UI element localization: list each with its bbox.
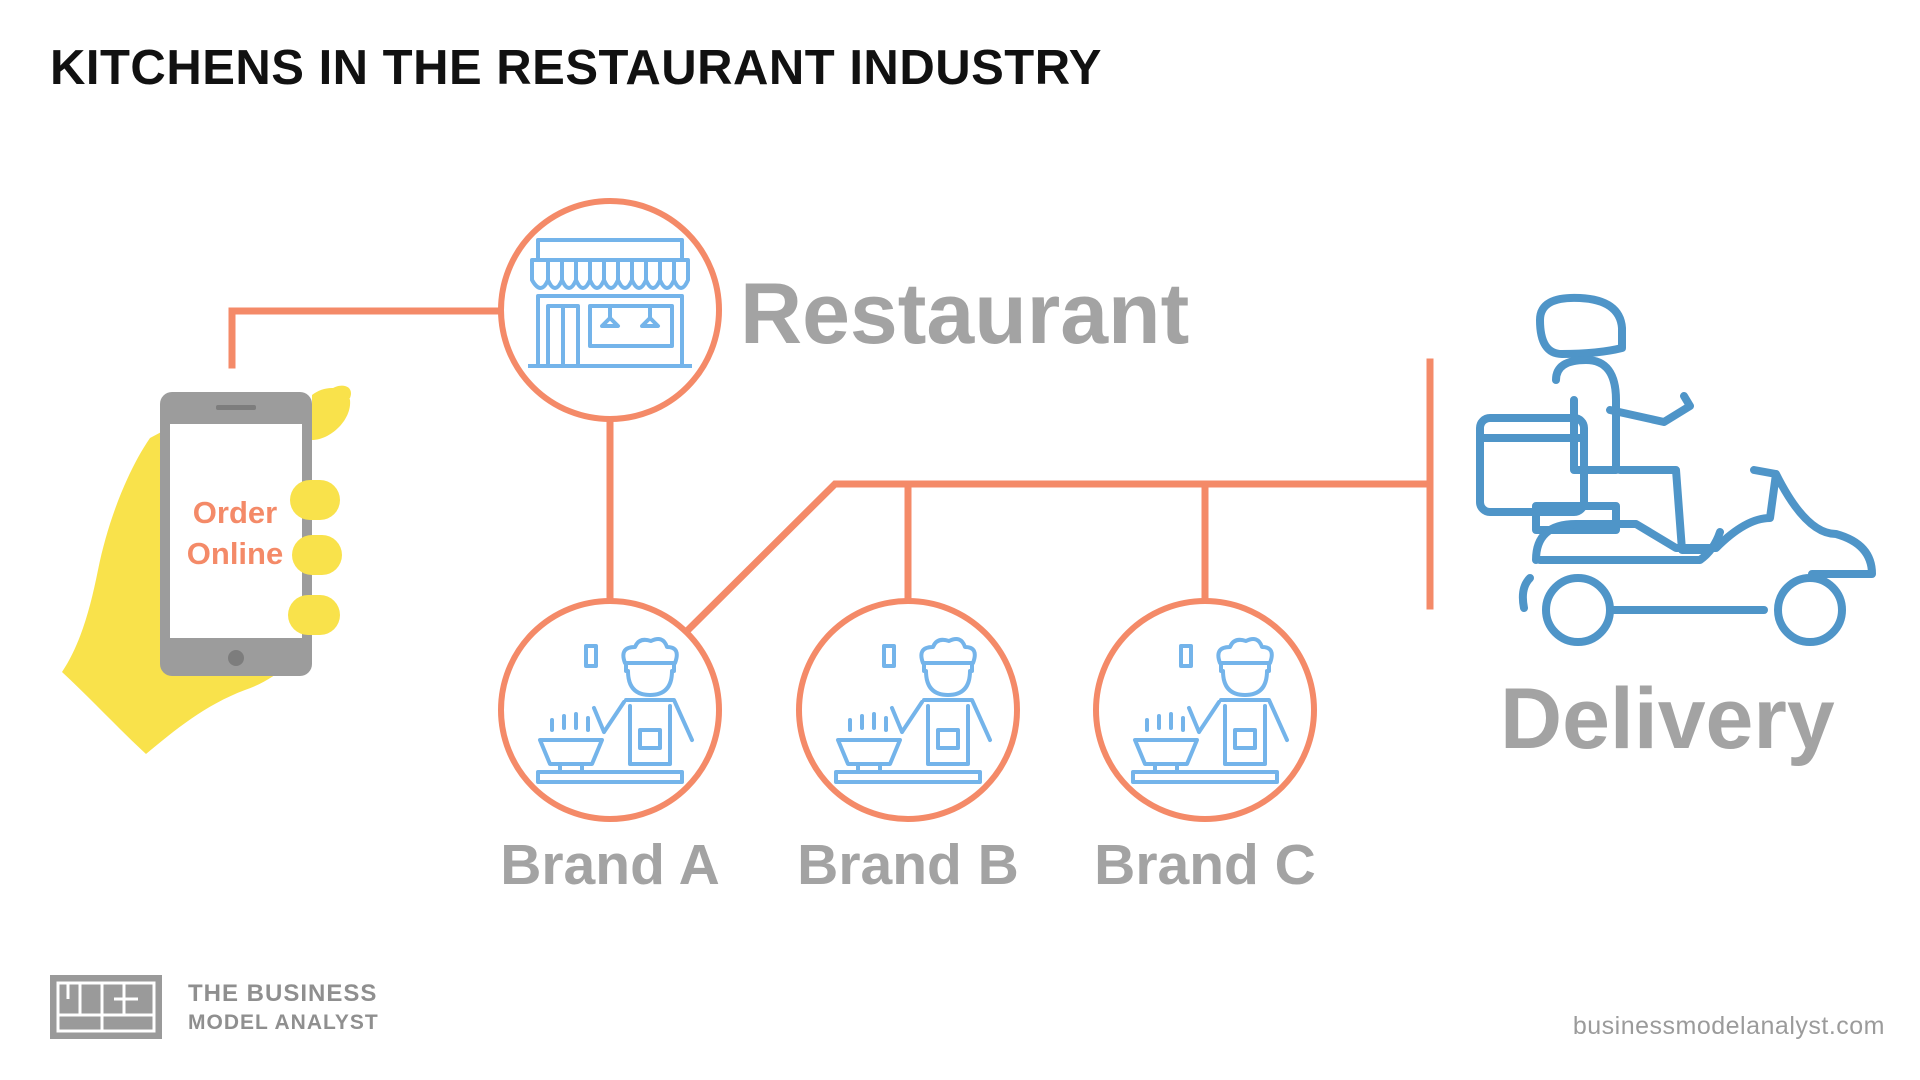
footer-brand-line1: THE BUSINESS — [188, 980, 378, 1007]
page-title: KITCHENS IN THE RESTAURANT INDUSTRY — [50, 41, 1102, 95]
brand-b-label: Brand B — [797, 833, 1019, 897]
phone-speaker — [216, 405, 256, 410]
delivery-label: Delivery — [1500, 671, 1835, 767]
scooter-courier-icon — [1476, 293, 1876, 646]
hand-fingers — [288, 388, 351, 635]
brand-c-node — [1093, 598, 1317, 822]
chef-cooking-icon — [536, 637, 694, 784]
phone-home-button — [228, 650, 244, 666]
storefront-icon — [528, 238, 692, 368]
chef-cooking-icon — [834, 637, 992, 784]
footer-brand-line2: MODEL ANALYST — [188, 1011, 379, 1034]
brand-a-node — [498, 598, 722, 822]
restaurant-node — [498, 198, 722, 422]
brand-a-label: Brand A — [500, 833, 720, 897]
phone-screen — [170, 424, 302, 638]
business-model-analyst-logo — [50, 975, 162, 1039]
phone-to-restaurant-line — [228, 307, 504, 369]
order-online-line2: Online — [186, 536, 284, 571]
brand-bus-line — [685, 480, 1434, 633]
brand-c-label: Brand C — [1094, 833, 1316, 897]
chef-cooking-icon — [1131, 637, 1289, 784]
hand-holding-phone-icon — [62, 385, 351, 754]
restaurant-label: Restaurant — [740, 266, 1190, 362]
brand-b-node — [796, 598, 1020, 822]
order-online-line1: Order — [192, 495, 278, 530]
footer-url: businessmodelanalyst.com — [1572, 1012, 1885, 1040]
connector-lines — [228, 307, 1434, 633]
